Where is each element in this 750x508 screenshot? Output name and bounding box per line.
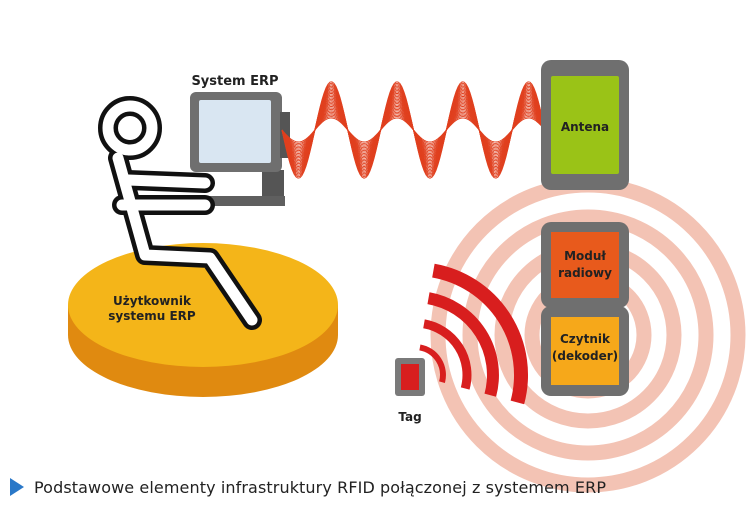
signal-arc: [427, 292, 499, 397]
signal-arc: [423, 319, 472, 390]
antenna-device: [541, 60, 629, 190]
wave-line: [281, 81, 545, 179]
signal-arc: [419, 344, 446, 383]
rfid-tag-icon: [395, 358, 425, 396]
caption-text: Podstawowe elementy infrastruktury RFID …: [34, 477, 607, 497]
module-label-line1: Moduł: [564, 249, 606, 263]
radio-wave-link: [281, 81, 545, 179]
system-erp-label: System ERP: [191, 74, 278, 89]
reader-device: [541, 306, 629, 396]
reader-label-line2: (dekoder): [552, 349, 618, 363]
figure-caption: Podstawowe elementy infrastruktury RFID …: [10, 474, 606, 500]
signal-arc: [432, 263, 528, 405]
caption-arrow-icon: [10, 478, 24, 496]
module-label-line2: radiowy: [558, 266, 612, 280]
user-label-line1: Użytkownik: [113, 294, 192, 308]
reader-label-line1: Czytnik: [560, 332, 611, 346]
antenna-label: Antena: [561, 120, 609, 134]
signal-arcs-icon: [419, 263, 528, 405]
user-label-line2: systemu ERP: [108, 309, 196, 323]
computer-icon: [150, 92, 290, 206]
tag-label: Tag: [398, 410, 421, 424]
user-platform: [68, 243, 338, 397]
radio-ring: [462, 209, 714, 461]
radio-module-device: [541, 222, 629, 308]
user-figure-icon: [98, 96, 262, 330]
